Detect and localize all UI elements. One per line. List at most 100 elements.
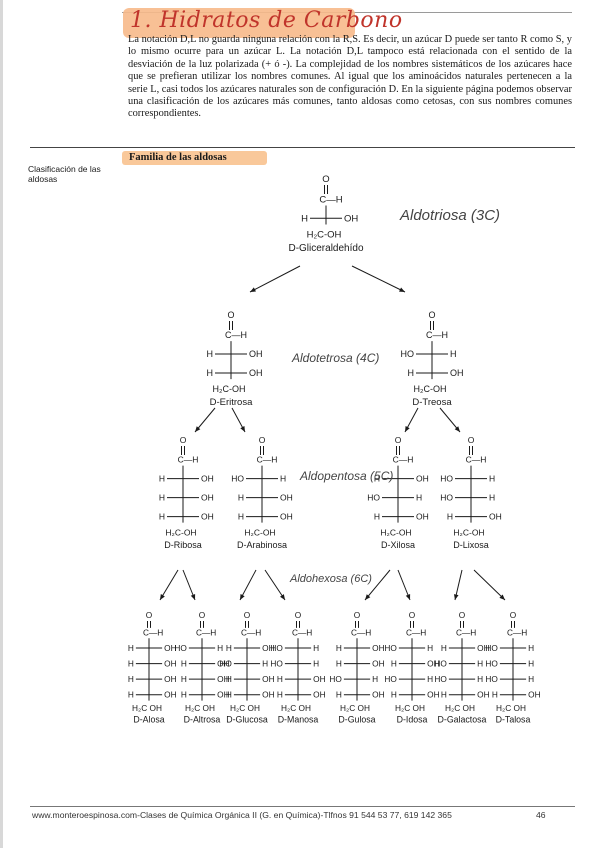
aldehyde-group: C—H [319,195,342,206]
arrow-head [399,287,405,292]
arrow-head [250,287,256,292]
aldehyde-group: C—H [393,455,414,465]
hydroxyl-label: OH [217,674,229,684]
hydrogen-label: H [372,674,378,684]
hydrogen-label: H [336,658,342,668]
ch2oh-label: H₂C OH [496,703,526,713]
hydroxyl-label: OH [164,658,176,668]
aldehyde-group: C—H [426,330,448,340]
hydrogen-label: H [374,474,380,484]
intro-paragraph: La notación D,L no guarda ninguna relaci… [128,34,572,120]
hydroxyl-label: OH [372,690,384,700]
ch2oh-label: H₂C-OH [213,384,246,394]
hydrogen-label: H [238,512,244,522]
hydroxyl-label: OH [280,493,293,503]
arrow-head [190,594,196,600]
hydrogen-label: H [277,690,283,700]
hydroxyl-label: HO [434,674,447,684]
sugar-name: D-Gliceraldehído [288,243,363,254]
ch2oh-label: H₂C OH [230,703,260,713]
ch2oh-label: H₂C OH [281,703,311,713]
oxygen-label: O [510,610,517,620]
oxygen-label: O [428,310,435,320]
hydrogen-label: H [159,493,165,503]
hydroxyl-label: HO [485,643,498,653]
hydrogen-label: H [301,214,308,225]
hydroxyl-label: OH [477,690,489,700]
hydroxyl-label: OH [201,512,214,522]
sugar-name: D-Glucosa [226,714,268,724]
hydrogen-label: H [416,493,422,503]
hydrogen-label: H [181,658,187,668]
hydrogen-label: H [492,690,498,700]
hydrogen-label: H [313,658,319,668]
hydroxyl-label: OH [164,690,176,700]
oxygen-label: O [459,610,466,620]
sugar-name: D-Galactosa [438,714,487,724]
hydroxyl-label: HO [270,658,283,668]
oxygen-label: O [227,310,234,320]
tree-arrow [249,265,301,293]
arrow-head [499,594,505,600]
annotation-pentose: Aldopentosa (5C) [299,469,393,483]
hydrogen-label: H [408,368,415,378]
hydrogen-label: H [277,674,283,684]
ch2oh-label: H₂C OH [445,703,475,713]
hydrogen-label: H [528,674,534,684]
sugar-name: D-Altrosa [184,714,221,724]
hydrogen-label: H [336,690,342,700]
hydrogen-label: H [128,643,134,653]
arrow-head [240,594,245,600]
annotation-hexose: Aldohexosa (6C) [289,573,372,585]
intro-divider [30,147,575,148]
hydrogen-label: H [427,674,433,684]
hydroxyl-label: OH [372,643,384,653]
hydroxyl-label: OH [313,674,325,684]
hydrogen-label: H [477,674,483,684]
arrow-head [195,426,201,432]
sugar-name: D-Lixosa [453,540,489,550]
hydrogen-label: H [336,643,342,653]
side-label: Clasificación de las aldosas [28,164,101,184]
sugar-name: D-Gulosa [338,714,375,724]
hydroxyl-label: OH [164,643,176,653]
hydroxyl-label: OH [201,493,214,503]
hydrogen-label: H [159,512,165,522]
aldehyde-group: C—H [241,627,261,637]
hydrogen-label: H [262,658,268,668]
hydroxyl-label: OH [217,658,229,668]
hydroxyl-label: OH [528,690,540,700]
arrow-head [279,594,285,600]
tree-arrows [159,265,506,601]
footer-divider [30,806,575,807]
hydrogen-label: H [181,690,187,700]
hydroxyl-label: HO [485,674,498,684]
oxygen-label: O [199,610,206,620]
hydroxyl-label: HO [384,643,397,653]
arrow-head [405,426,410,432]
ch2oh-label: H₂C OH [395,703,425,713]
hydrogen-label: H [447,512,453,522]
ch2oh-label: H₂C OH [340,703,370,713]
hydroxyl-label: OH [372,658,384,668]
hydrogen-label: H [528,658,534,668]
hydroxyl-label: OH [217,690,229,700]
annotation-triose: Aldotriosa (3C) [399,207,500,224]
hydrogen-label: H [207,349,214,359]
hydrogen-label: H [128,674,134,684]
hydrogen-label: H [238,493,244,503]
aldehyde-group: C—H [225,330,247,340]
aldehyde-group: C—H [143,627,163,637]
sugar-name: D-Alosa [133,714,164,724]
arrow-head [240,426,245,432]
arrow-head [453,594,459,600]
section-highlight [122,151,267,165]
hydrogen-label: H [159,474,165,484]
sugar-name: D-Arabinosa [237,540,287,550]
